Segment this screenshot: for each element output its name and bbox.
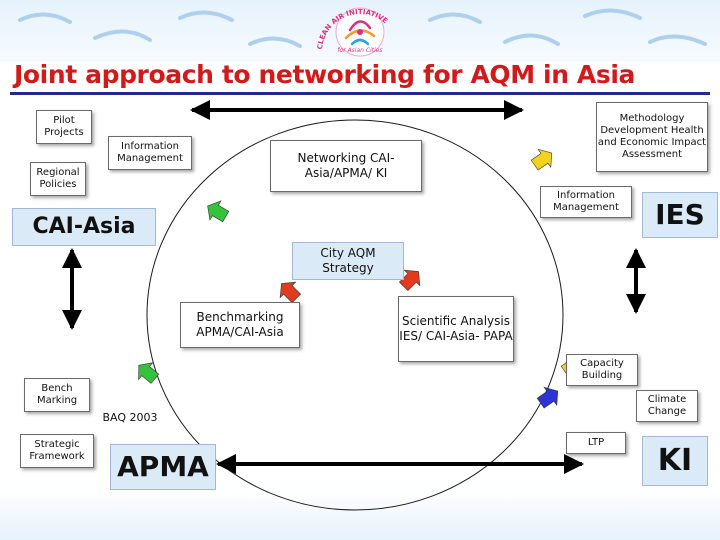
blue-arrow xyxy=(536,386,559,409)
cai-asia-label: CAI-Asia xyxy=(12,208,156,246)
title-rule xyxy=(10,92,710,95)
ki-label: KI xyxy=(642,436,708,486)
right-information-management-box: Information Management xyxy=(540,186,632,218)
baq-2003-label: BAQ 2003 xyxy=(102,410,158,424)
networking-box: Networking CAI-Asia/APMA/ KI xyxy=(270,140,422,192)
left-information-management-box: Information Management xyxy=(108,136,192,170)
regional-policies-box: Regional Policies xyxy=(30,162,86,196)
central-ellipse xyxy=(146,119,564,511)
page-title: Joint approach to networking for AQM in … xyxy=(14,60,635,89)
strategic-framework-box: Strategic Framework xyxy=(20,434,94,468)
benchmarking-box: Benchmarking APMA/CAI-Asia xyxy=(180,302,300,348)
capacity-building-box: Capacity Building xyxy=(566,354,638,386)
methodology-box: Methodology Development Health and Econo… xyxy=(596,102,708,172)
footer-band xyxy=(0,488,720,540)
climate-change-box: Climate Change xyxy=(636,390,698,422)
ltp-box: LTP xyxy=(566,432,626,454)
green-arrow-bottom xyxy=(138,362,160,384)
scientific-analysis-box: Scientific Analysis IES/ CAI-Asia- PAPA xyxy=(398,296,514,362)
header-decoration xyxy=(18,8,707,48)
red-arrow-right xyxy=(398,269,421,292)
apma-label: APMA xyxy=(110,444,216,490)
city-aqm-strategy-box: City AQM Strategy xyxy=(292,242,404,280)
pilot-projects-box: Pilot Projects xyxy=(36,110,92,144)
logo-sub-text: for Asian Cities xyxy=(337,47,382,54)
swirl-icon xyxy=(344,20,376,46)
red-arrow-top xyxy=(279,281,302,304)
logo: CLEAN AIR INITIATIVE for Asian Cities xyxy=(316,7,389,57)
bench-marking-box: Bench Marking xyxy=(24,378,90,412)
green-arrow-left xyxy=(207,200,230,223)
yellow-arrow-top xyxy=(530,148,553,171)
ies-label: IES xyxy=(642,192,718,238)
